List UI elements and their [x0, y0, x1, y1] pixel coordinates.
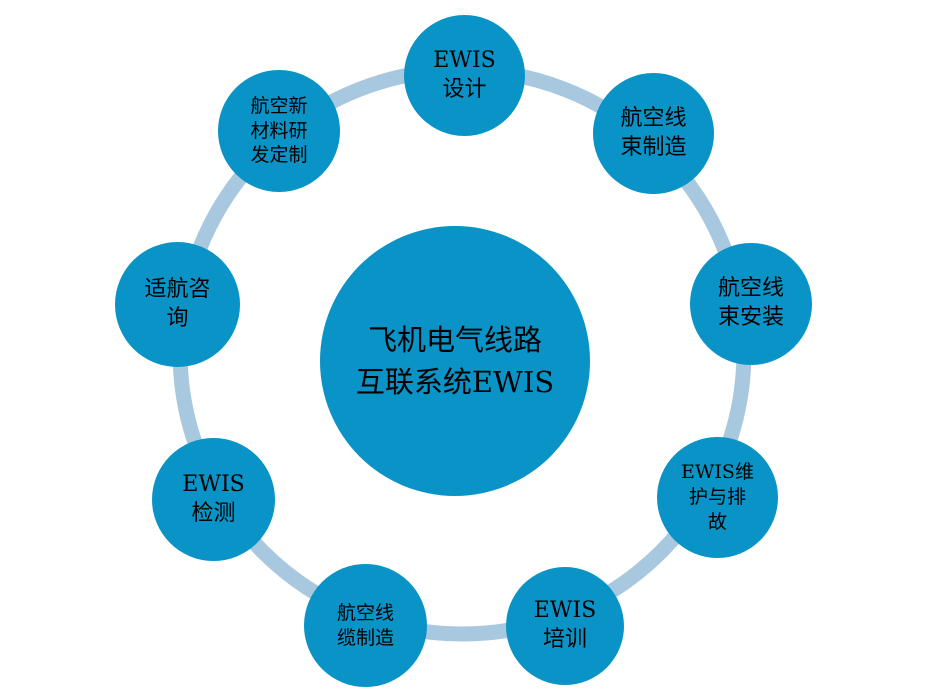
node-label: EWIS维 护与排 故	[681, 461, 754, 533]
node-label: 航空新 材料研 发定制	[250, 94, 308, 167]
node-label: 航空线 束安装	[717, 276, 784, 330]
node-ewis-inspection: EWIS 检测	[152, 438, 275, 561]
node-ewis-design: EWIS 设计	[404, 15, 525, 136]
node-material-rd: 航空新 材料研 发定制	[218, 70, 340, 192]
node-ewis-maintenance: EWIS维 护与排 故	[657, 437, 778, 558]
node-label: 航空线 束制造	[620, 105, 687, 160]
node-ewis-training: EWIS 培训	[506, 567, 624, 685]
node-airworthiness-consulting: 适航咨 询	[115, 242, 240, 367]
node-harness-installation: 航空线 束安装	[690, 243, 812, 365]
node-label: EWIS 检测	[182, 471, 245, 526]
node-label: 航空线 缆制造	[336, 601, 394, 649]
node-label: 适航咨 询	[144, 276, 211, 331]
node-label: EWIS 设计	[433, 47, 496, 102]
center-node: 飞机电气线路 互联系统EWIS	[320, 226, 590, 496]
node-cable-manufacturing: 航空线 缆制造	[304, 564, 427, 687]
center-label: 飞机电气线路 互联系统EWIS	[355, 322, 555, 399]
node-label: EWIS 培训	[533, 598, 597, 652]
node-harness-manufacturing: 航空线 束制造	[593, 73, 714, 194]
